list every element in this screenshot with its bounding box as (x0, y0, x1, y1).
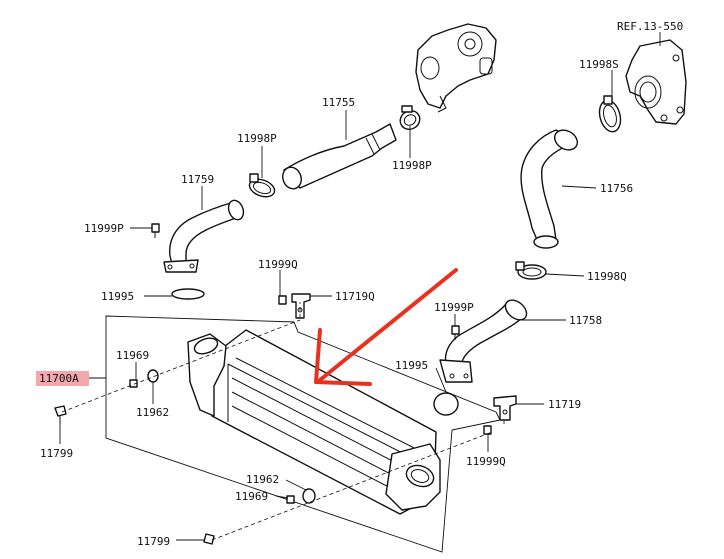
throttle-body (625, 39, 687, 125)
label-11998S[interactable]: 11998S (579, 58, 619, 71)
clamp-11998P-lower (248, 173, 276, 198)
clamp-11998P-upper (399, 105, 421, 130)
label-11995-b[interactable]: 11995 (395, 359, 428, 372)
label-11998P-b[interactable]: 11998P (392, 159, 432, 172)
label-11756[interactable]: 11756 (600, 182, 633, 195)
bracket-11719Q (291, 293, 311, 319)
intercooler (187, 329, 441, 515)
label-11999P-a[interactable]: 11999P (84, 222, 124, 235)
label-11999P-b[interactable]: 11999P (434, 301, 474, 314)
label-11962-b[interactable]: 11962 (246, 473, 279, 486)
clamp-11998S (598, 95, 622, 133)
leader-lines (59, 32, 661, 541)
label-11799-b[interactable]: 11799 (137, 535, 170, 548)
o-ring-11995-right (433, 392, 459, 416)
label-11755[interactable]: 11755 (322, 96, 355, 109)
bolt-11969-left (129, 379, 138, 388)
o-ring-11995-left (171, 288, 205, 300)
label-11999Q-b[interactable]: 11999Q (466, 455, 506, 468)
grommet-11962-left (147, 369, 159, 383)
bolt-11999Q-upper (278, 295, 287, 305)
bolt-11799-lower (203, 533, 215, 545)
label-11719Q[interactable]: 11719Q (335, 290, 375, 303)
assembly-outline (105, 315, 501, 553)
bolt-11799-left (54, 405, 67, 424)
dashed-guides (61, 302, 505, 541)
highlight-11700A (36, 371, 89, 386)
label-11962-a[interactable]: 11962 (136, 406, 169, 419)
label-11799-a[interactable]: 11799 (40, 447, 73, 460)
label-11999Q-a[interactable]: 11999Q (258, 258, 298, 271)
grommet-11962-right (302, 488, 316, 504)
hose-11756 (520, 129, 579, 249)
bolt-11999P-left (151, 223, 160, 238)
label-11719[interactable]: 11719 (548, 398, 581, 411)
label-11998Q[interactable]: 11998Q (587, 270, 627, 283)
label-11969-a[interactable]: 11969 (116, 349, 149, 362)
turbocharger (415, 23, 497, 113)
label-11969-b[interactable]: 11969 (235, 490, 268, 503)
label-11758[interactable]: 11758 (569, 314, 602, 327)
label-11995-a[interactable]: 11995 (101, 290, 134, 303)
label-11998P-a[interactable]: 11998P (237, 132, 277, 145)
hose-11755 (282, 123, 397, 190)
hose-11758 (439, 299, 528, 383)
bolt-11999P-right (451, 325, 460, 340)
hose-11759 (163, 199, 245, 273)
label-11759[interactable]: 11759 (181, 173, 214, 186)
red-arrow (314, 268, 458, 386)
label-11700A[interactable]: 11700A (39, 372, 79, 385)
label-ref[interactable]: REF.13-550 (617, 20, 683, 33)
bolt-11969-right (286, 495, 295, 504)
clamp-11998Q (515, 261, 547, 280)
bracket-11719 (493, 395, 517, 421)
